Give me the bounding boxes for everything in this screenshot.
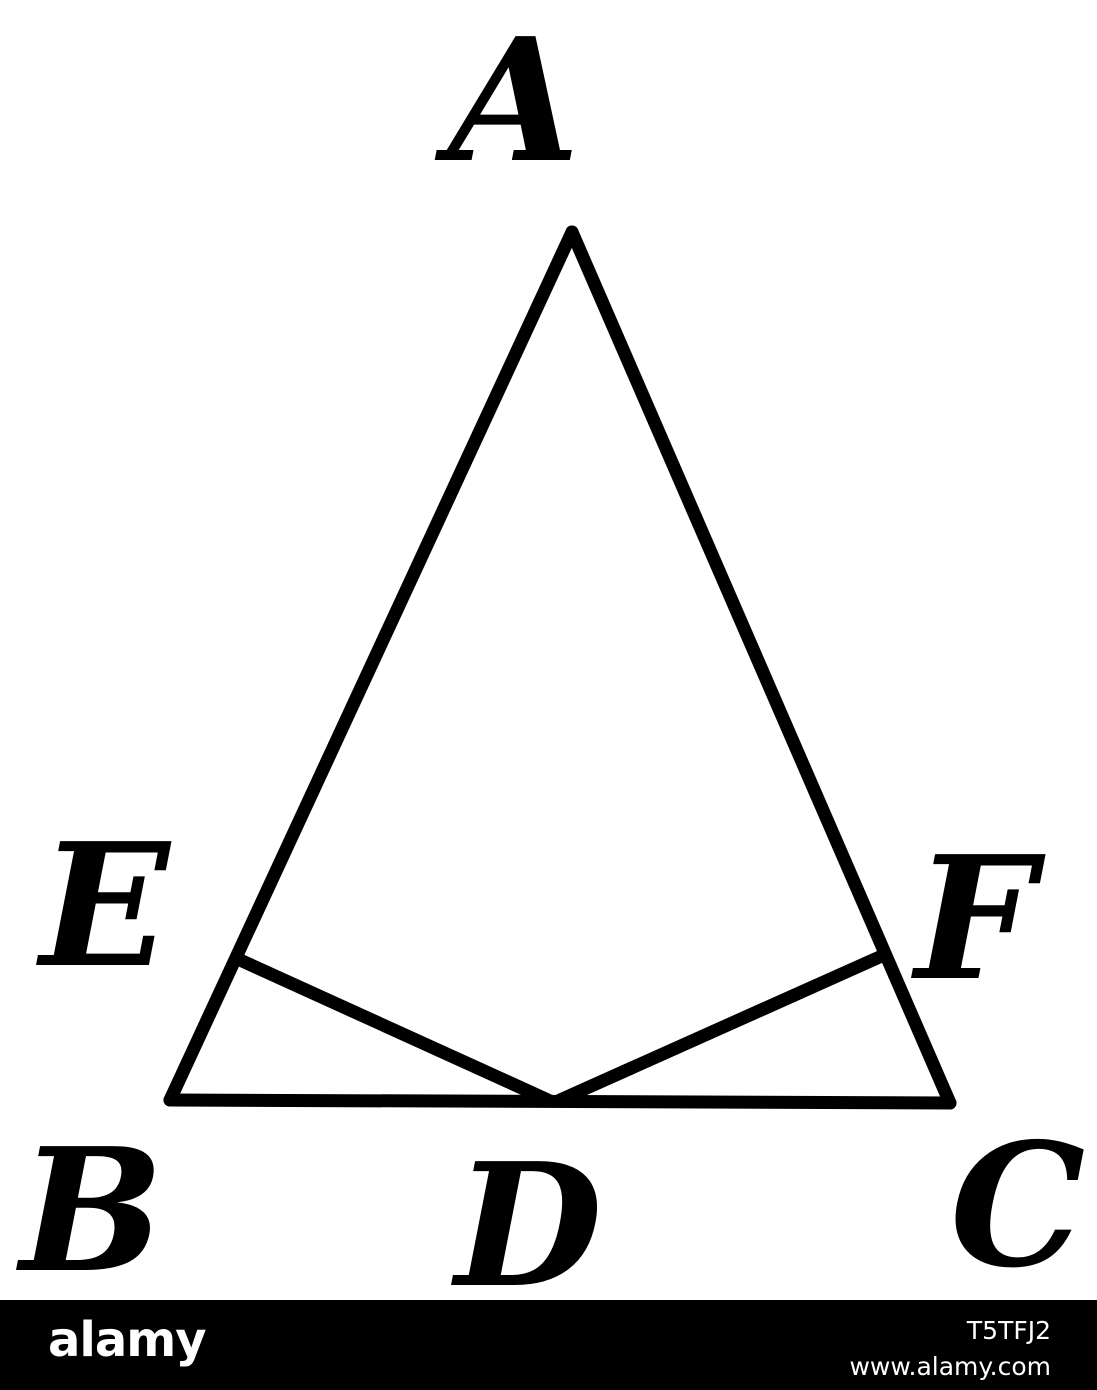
vertex-label-e: E (36, 806, 172, 1006)
site-url: www.alamy.com (849, 1352, 1051, 1381)
segment-ab (163, 225, 579, 1107)
vertex-label-f: F (911, 819, 1046, 1019)
vertex-label-a: A (434, 1, 580, 201)
image-code: T5TFJ2 (966, 1316, 1051, 1345)
triangle-diagram: A E F B D C (16, 1, 1085, 1300)
segment-ed (233, 953, 555, 1107)
segment-fd (553, 948, 891, 1107)
vertex-label-c: C (950, 1106, 1085, 1300)
alamy-logo: alamy (48, 1312, 207, 1368)
watermark-footer: alamy T5TFJ2 www.alamy.com (0, 1300, 1097, 1390)
segment-ac (565, 225, 957, 1110)
geometry-figure: A E F B D C (16, 1, 1086, 1300)
vertex-label-b: B (16, 1111, 164, 1300)
vertex-label-d: D (451, 1126, 602, 1300)
